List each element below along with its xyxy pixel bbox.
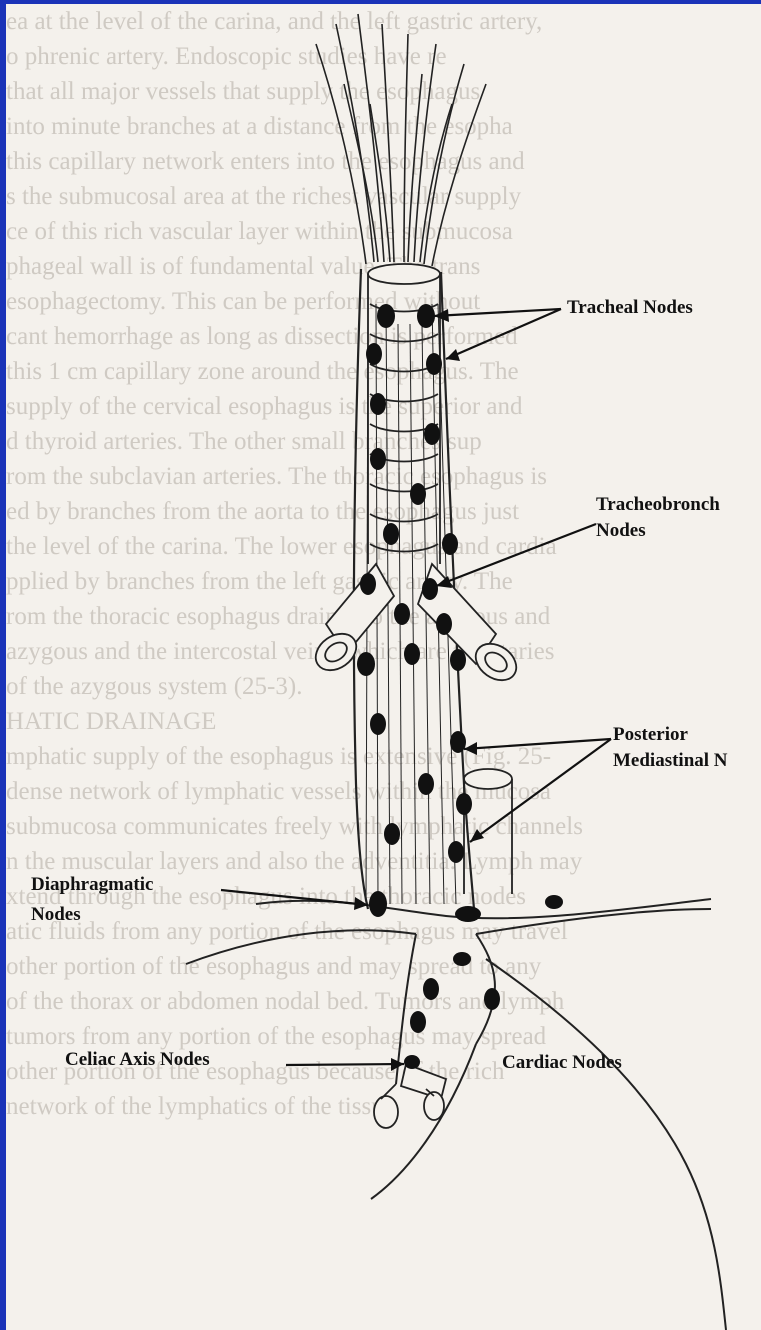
celiac-axis-nodes-label: Celiac Axis Nodes (65, 1047, 210, 1072)
tracheal-nodes-label: Tracheal Nodes (567, 295, 693, 320)
esophagus-lymph-node-diagram (6, 4, 761, 1330)
tracheobronchial-nodes-label-line1: Tracheobronch (596, 492, 720, 517)
book-page: ea at the level of the carina, and the l… (6, 4, 761, 1330)
diaphragmatic-nodes-label-line1: Diaphragmatic (31, 872, 153, 897)
posterior-mediastinal-nodes-label-line2: Mediastinal N (613, 748, 728, 773)
tracheobronchial-nodes-label-line2: Nodes (596, 518, 646, 543)
celiac-axis-vessels (374, 1064, 446, 1128)
cardiac-nodes-label: Cardiac Nodes (502, 1050, 622, 1075)
diaphragm (186, 899, 711, 964)
bronchi (309, 564, 523, 688)
posterior-mediastinal-nodes-label-line1: Posterior (613, 722, 688, 747)
lymph-nodes (357, 304, 563, 1069)
esophagus-top-fibers (316, 14, 486, 266)
leader-lines (221, 309, 611, 1065)
diaphragmatic-nodes-label-line2: Nodes (31, 902, 81, 927)
